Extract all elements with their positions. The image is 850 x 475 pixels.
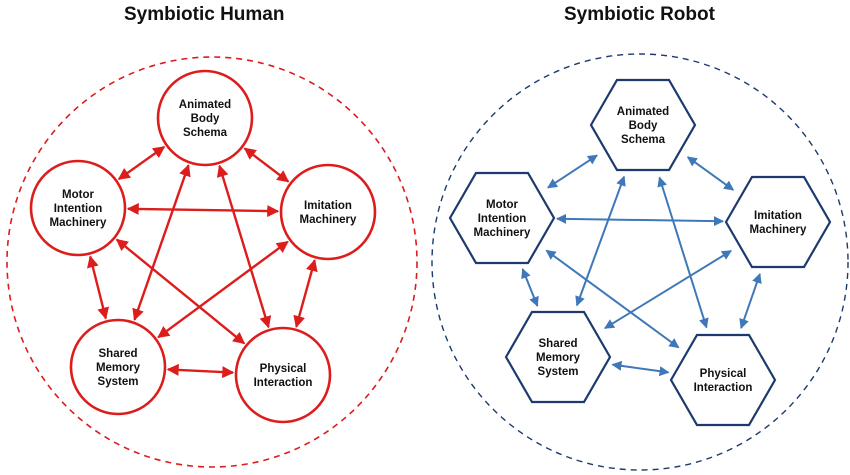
arrow-sms-mim	[521, 268, 539, 307]
node-label-line: Imitation	[304, 200, 352, 212]
arrow-pi-sms	[611, 360, 670, 377]
node-label-line: Memory	[536, 352, 581, 364]
node-label-line: Intention	[54, 203, 103, 215]
node-label-line: Machinery	[300, 214, 357, 226]
node-hexagon	[448, 171, 556, 265]
node-label-line: Physical	[700, 368, 747, 380]
node-label-line: Shared	[99, 348, 138, 360]
node-label-line: Machinery	[474, 227, 531, 239]
node-label-line: Body	[629, 120, 658, 132]
outer-dashed-boundary	[431, 53, 849, 471]
arrow-im-mim	[126, 202, 280, 218]
arrow-im-pi	[739, 272, 762, 330]
node-hexagon	[724, 175, 832, 269]
symbiotic-human-panel: AnimatedBodySchemaImitationMachineryPhys…	[6, 56, 418, 468]
node-circle	[69, 318, 167, 416]
arrow-abs-sms	[575, 175, 626, 307]
arrow-abs-im	[686, 156, 735, 191]
node-label-line: System	[538, 366, 579, 378]
node-label-line: Imitation	[754, 210, 802, 222]
node-label-line: Memory	[96, 362, 141, 374]
arrow-abs-pi	[657, 176, 709, 329]
node-hexagon	[504, 310, 612, 404]
node-label-line: Schema	[621, 134, 666, 146]
node-label-line: Physical	[260, 363, 307, 375]
node-label-line: Shared	[539, 338, 578, 350]
node-label-line: Motor	[62, 189, 94, 201]
node-label-line: Body	[191, 113, 220, 125]
arrow-im-sms	[604, 249, 732, 330]
node-circle	[29, 159, 127, 257]
node-label-line: Machinery	[750, 224, 807, 236]
arrow-abs-mim	[117, 145, 166, 181]
node-label-line: Interaction	[254, 377, 313, 389]
node-circle	[279, 163, 377, 261]
arrow-abs-mim	[547, 154, 598, 189]
arrow-im-pi	[293, 259, 318, 328]
arrow-im-mim	[556, 213, 724, 227]
arrow-pi-mim	[115, 238, 246, 345]
node-circle	[156, 69, 254, 167]
node-label-line: System	[98, 376, 139, 388]
arrow-abs-sms	[132, 164, 191, 321]
node-hexagon	[669, 333, 777, 427]
node-label-line: Animated	[617, 106, 669, 118]
panel-title-symbiotic-human: Symbiotic Human	[124, 4, 285, 25]
panel-title-symbiotic-robot: Symbiotic Robot	[564, 4, 715, 25]
arrow-pi-mim	[545, 249, 680, 349]
node-label-line: Machinery	[50, 217, 107, 229]
arrow-abs-pi	[216, 164, 272, 329]
arrow-pi-sms	[166, 363, 235, 379]
node-label-line: Animated	[179, 99, 231, 111]
symbiotic-robot-panel: AnimatedBodySchemaImitationMachineryPhys…	[431, 53, 849, 471]
node-hexagon	[589, 78, 697, 172]
node-label-line: Motor	[486, 199, 518, 211]
node-label-line: Interaction	[694, 382, 753, 394]
arrow-abs-im	[243, 147, 290, 183]
node-circle	[234, 326, 332, 424]
node-label-line: Schema	[183, 127, 228, 139]
outer-dashed-boundary	[6, 56, 418, 468]
arrow-sms-mim	[87, 255, 109, 320]
node-label-line: Intention	[478, 213, 527, 225]
